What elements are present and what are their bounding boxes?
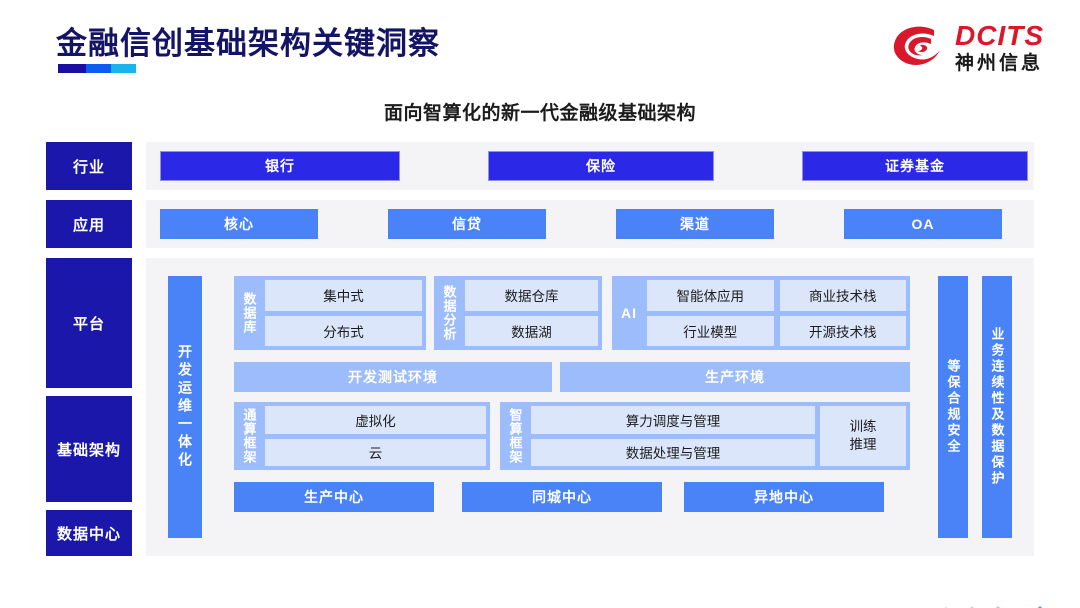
slide-header: 金融信创基础架构关键洞察 DCITS 神州信息 bbox=[0, 0, 1080, 92]
rail-item-industry[interactable]: 行业 bbox=[46, 142, 132, 190]
cell-centralized[interactable]: 集中式 bbox=[265, 280, 422, 311]
compliance-security-bar[interactable]: 等保合规安全 bbox=[938, 276, 968, 538]
group-ai-label: AI bbox=[621, 305, 637, 321]
layer-rail: 行业 应用 平台 基础架构 数据中心 bbox=[46, 138, 132, 566]
rail-item-platform[interactable]: 平台 bbox=[46, 258, 132, 388]
datacenter-same-city[interactable]: 同城中心 bbox=[462, 482, 662, 512]
cell-commercial-tech-stack[interactable]: 商业技术栈 bbox=[779, 280, 906, 311]
group-general-compute-label: 通算框架 bbox=[241, 408, 257, 464]
industry-item-securities-fund[interactable]: 证券基金 bbox=[802, 151, 1028, 181]
title-underline-rule bbox=[58, 64, 136, 73]
cell-virtualization[interactable]: 虚拟化 bbox=[265, 406, 486, 434]
cell-data-processing[interactable]: 数据处理与管理 bbox=[531, 438, 815, 466]
application-item-core[interactable]: 核心 bbox=[160, 209, 318, 239]
logo-name-cn: 神州信息 bbox=[955, 52, 1044, 74]
dcits-swirl-logo-icon bbox=[893, 26, 940, 65]
cell-cloud[interactable]: 云 bbox=[265, 438, 486, 466]
application-item-channel[interactable]: 渠道 bbox=[616, 209, 774, 239]
group-data-analysis-label: 数据分析 bbox=[441, 285, 457, 341]
rail-item-datacenter[interactable]: 数据中心 bbox=[46, 510, 132, 556]
cell-industry-model[interactable]: 行业模型 bbox=[647, 315, 774, 346]
rail-item-application[interactable]: 应用 bbox=[46, 200, 132, 248]
group-general-compute-framework: 通算框架 虚拟化 云 bbox=[234, 402, 490, 470]
industry-panel: 银行 保险 证券基金 bbox=[146, 142, 1034, 190]
platform-core-area: 数据库 集中式 分布式 数据分析 数据仓库 数据湖 AI 智能体 bbox=[234, 276, 924, 538]
application-panel: 核心 信贷 渠道 OA bbox=[146, 200, 1034, 248]
group-database: 数据库 集中式 分布式 bbox=[234, 276, 426, 350]
industry-item-bank[interactable]: 银行 bbox=[160, 151, 400, 181]
architecture-diagram: 行业 应用 平台 基础架构 数据中心 银行 保险 证券基金 核心 信贷 渠道 O… bbox=[0, 138, 1080, 568]
datacenter-remote[interactable]: 异地中心 bbox=[684, 482, 884, 512]
logo-name-en: DCITS bbox=[955, 19, 1044, 51]
group-intelligent-compute-label: 智算框架 bbox=[507, 408, 523, 464]
business-continuity-bar[interactable]: 业务连续性及数据保护 bbox=[982, 276, 1012, 538]
inference-label: 推理 bbox=[849, 437, 877, 452]
industry-item-insurance[interactable]: 保险 bbox=[488, 151, 714, 181]
cell-data-warehouse[interactable]: 数据仓库 bbox=[465, 280, 598, 311]
brand-logo: DCITS 神州信息 bbox=[890, 16, 1044, 78]
rail-item-infrastructure[interactable]: 基础架构 bbox=[46, 396, 132, 502]
env-production[interactable]: 生产环境 bbox=[560, 362, 910, 392]
application-item-oa[interactable]: OA bbox=[844, 209, 1002, 239]
datacenter-production[interactable]: 生产中心 bbox=[234, 482, 434, 512]
platform-panel: 开发运维一体化 等保合规安全 业务连续性及数据保护 数据库 集中式 分布式 数据… bbox=[146, 258, 1034, 556]
env-dev-test[interactable]: 开发测试环境 bbox=[234, 362, 552, 392]
cell-opensource-tech-stack[interactable]: 开源技术栈 bbox=[779, 315, 906, 346]
cell-train-inference[interactable]: 训练 推理 bbox=[820, 406, 906, 466]
train-label: 训练 bbox=[849, 418, 877, 434]
application-item-credit[interactable]: 信贷 bbox=[388, 209, 546, 239]
cell-distributed[interactable]: 分布式 bbox=[265, 315, 422, 346]
cell-data-lake[interactable]: 数据湖 bbox=[465, 315, 598, 346]
group-ai: AI 智能体应用 行业模型 商业技术栈 开源技术栈 bbox=[612, 276, 910, 350]
devops-integration-bar[interactable]: 开发运维一体化 bbox=[168, 276, 202, 538]
rule-segment-3 bbox=[111, 64, 136, 73]
group-intelligent-compute-framework: 智算框架 算力调度与管理 数据处理与管理 训练 推理 bbox=[500, 402, 910, 470]
logo-wordmark: DCITS 神州信息 bbox=[955, 19, 1044, 74]
page-title: 金融信创基础架构关键洞察 bbox=[56, 26, 440, 61]
rule-segment-2 bbox=[86, 64, 112, 73]
cell-agent-application[interactable]: 智能体应用 bbox=[647, 280, 774, 311]
slide-subtitle: 面向智算化的新一代金融级基础架构 bbox=[383, 103, 696, 124]
cell-compute-scheduling[interactable]: 算力调度与管理 bbox=[531, 406, 815, 434]
group-database-label: 数据库 bbox=[241, 292, 257, 334]
rule-segment-1 bbox=[58, 64, 87, 73]
group-data-analysis: 数据分析 数据仓库 数据湖 bbox=[434, 276, 602, 350]
